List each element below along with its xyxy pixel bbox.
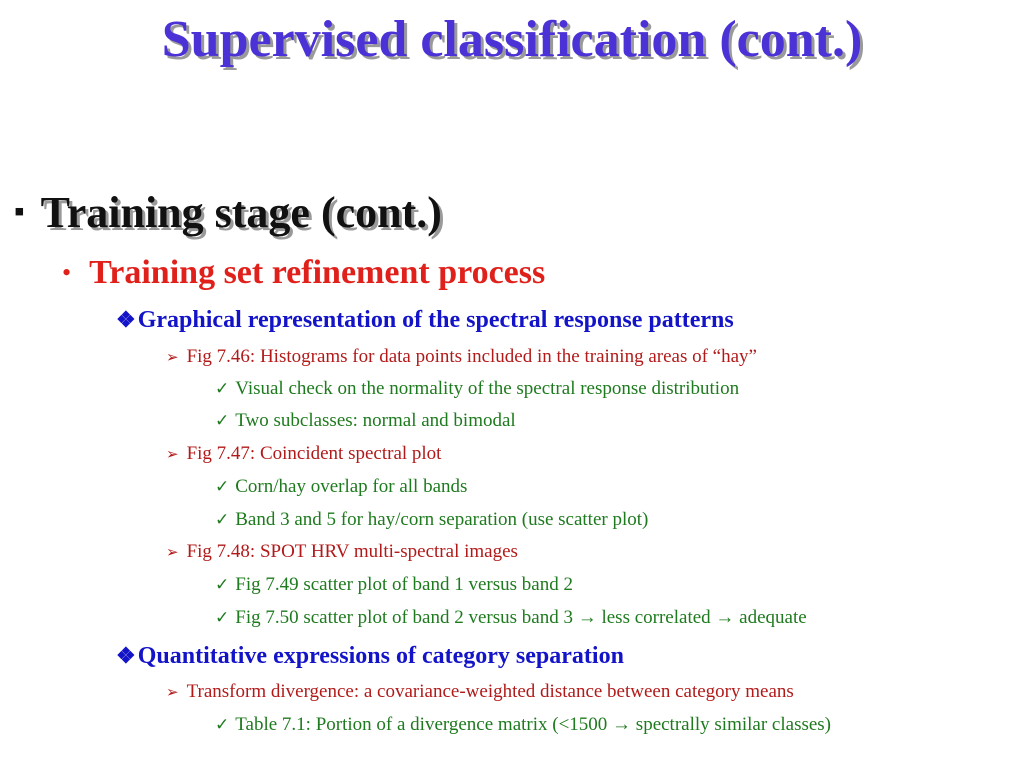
bullet-table-7-1: ✓ Table 7.1: Portion of a divergence matr… — [215, 712, 831, 738]
bullet-band-separation: ✓ Band 3 and 5 for hay/corn separation (u… — [215, 507, 648, 533]
bullet-text: Fig 7.47: Coincident spectral plot — [186, 443, 442, 464]
check-bullet-icon: ✓ — [215, 608, 230, 627]
bullet-text: Graphical representation of the spectral… — [137, 307, 734, 333]
bullet-text: Fig 7.46: Histograms for data points inc… — [186, 346, 757, 367]
bullet-text: Band 3 and 5 for hay/corn separation (us… — [235, 509, 649, 530]
check-bullet-icon: ✓ — [215, 477, 230, 496]
bullet-text: Fig 7.50 scatter plot of band 2 versus b… — [235, 607, 807, 628]
check-bullet-icon: ✓ — [215, 575, 230, 594]
check-bullet-icon: ✓ — [215, 379, 230, 398]
bullet-quantitative-expressions: ❖Quantitative expressions of category se… — [116, 640, 624, 672]
bullet-normality-check: ✓ Visual check on the normality of the sp… — [215, 376, 739, 402]
bullet-graphical-representation: ❖Graphical representation of the spectra… — [116, 304, 734, 336]
bullet-text: Transform divergence: a covariance-weigh… — [186, 681, 794, 702]
bullet-text: Training set refinement process — [89, 254, 546, 291]
bullet-corn-hay-overlap: ✓ Corn/hay overlap for all bands — [215, 474, 467, 500]
check-bullet-icon: ✓ — [215, 411, 230, 430]
dot-bullet-icon: • — [62, 258, 72, 287]
bullet-transform-divergence: ➢ Transform divergence: a covariance-weig… — [166, 679, 794, 706]
bullet-fig-7-46: ➢ Fig 7.46: Histograms for data points in… — [166, 344, 757, 371]
check-bullet-icon: ✓ — [215, 715, 230, 734]
bullet-two-subclasses: ✓ Two subclasses: normal and bimodal — [215, 408, 516, 434]
bullet-text: Table 7.1: Portion of a divergence matri… — [235, 714, 832, 735]
bullet-text: Quantitative expressions of category sep… — [137, 643, 624, 669]
arrow-bullet-icon: ➢ — [166, 685, 179, 701]
arrow-bullet-icon: ➢ — [166, 350, 179, 366]
slide-title: Supervised classification (cont.) — [161, 11, 863, 68]
bullet-fig-7-49: ✓ Fig 7.49 scatter plot of band 1 versus … — [215, 572, 573, 598]
square-bullet-icon: ▪ — [14, 195, 25, 228]
bullet-fig-7-48: ➢ Fig 7.48: SPOT HRV multi-spectral image… — [166, 539, 518, 566]
arrow-bullet-icon: ➢ — [166, 545, 179, 561]
bullet-text: Fig 7.49 scatter plot of band 1 versus b… — [235, 574, 573, 595]
bullet-refinement-process: • Training set refinement process — [62, 251, 545, 295]
bullet-training-stage: ▪ Training stage (cont.) — [14, 184, 442, 241]
bullet-fig-7-47: ➢ Fig 7.47: Coincident spectral plot — [166, 441, 441, 468]
arrow-bullet-icon: ➢ — [166, 447, 179, 463]
bullet-text: Fig 7.48: SPOT HRV multi-spectral images — [186, 541, 518, 562]
bullet-text: Visual check on the normality of the spe… — [235, 378, 740, 399]
check-bullet-icon: ✓ — [215, 510, 230, 529]
diamond-bullet-icon: ❖ — [116, 307, 136, 332]
bullet-text: Training stage (cont.) — [40, 188, 442, 237]
bullet-text: Corn/hay overlap for all bands — [235, 476, 468, 497]
diamond-bullet-icon: ❖ — [116, 643, 136, 668]
bullet-text: Two subclasses: normal and bimodal — [235, 410, 516, 431]
bullet-fig-7-50: ✓ Fig 7.50 scatter plot of band 2 versus … — [215, 605, 807, 631]
